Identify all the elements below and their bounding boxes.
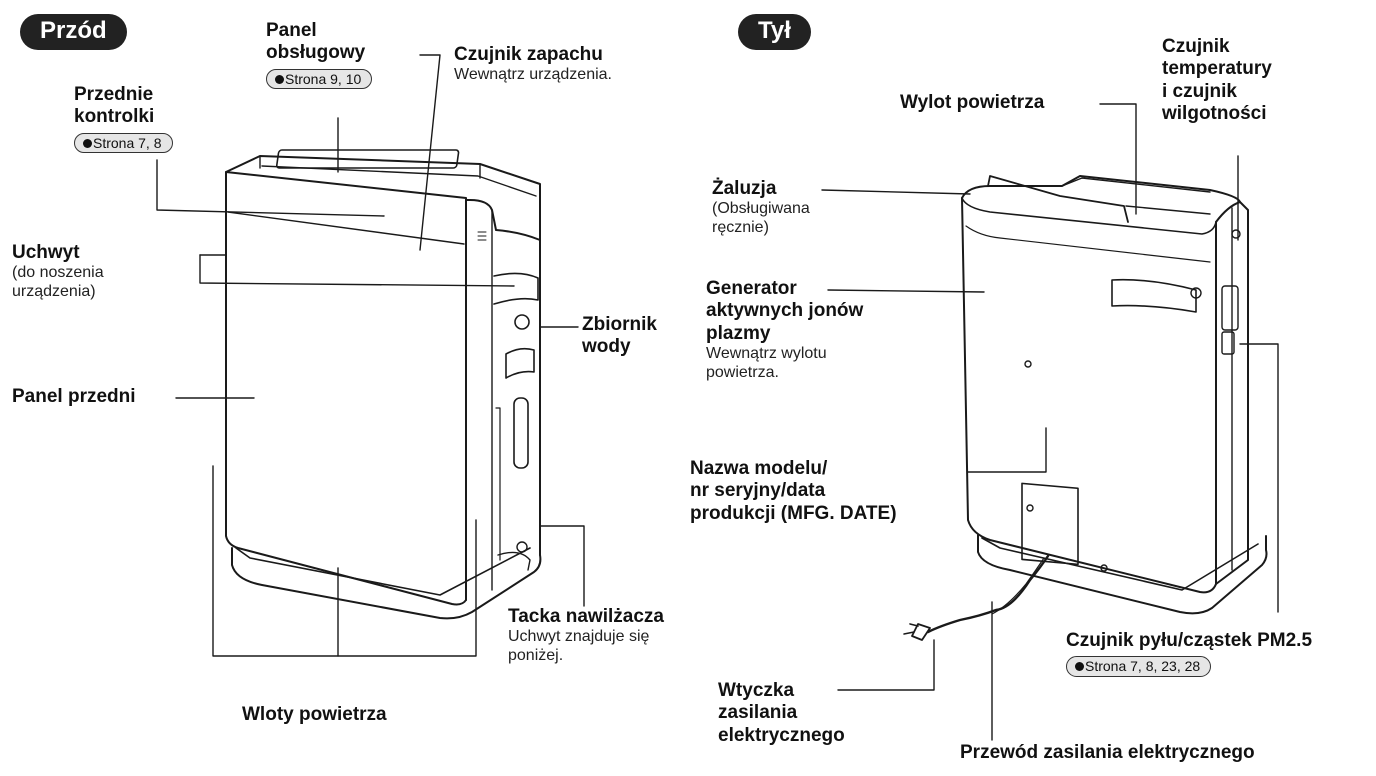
front-purifier-illustration — [225, 149, 542, 620]
page-ref-text: Strona 9, 10 — [285, 70, 362, 87]
label-czujnik-zapachu: Czujnik zapachu Wewnątrz urządzenia. — [454, 44, 612, 85]
label-text: Generator — [706, 278, 797, 299]
label-note: Wewnątrz urządzenia. — [454, 66, 612, 84]
label-title: Uchwyt — [12, 242, 80, 263]
label-note: powietrza. — [706, 364, 779, 382]
label-text: nr seryjny/data — [690, 480, 826, 502]
front-face — [225, 171, 467, 606]
power-plug — [911, 623, 931, 641]
label-text: Przednie — [74, 84, 154, 105]
label-text: aktywnych jonów — [706, 300, 864, 322]
label-text: wody — [582, 336, 631, 358]
label-note: (Obsługiwana — [712, 200, 810, 218]
label-title: Wloty powietrza — [242, 704, 387, 725]
label-note: poniżej. — [508, 647, 564, 665]
label-zbiornik-wody: Zbiornik wody — [582, 314, 657, 359]
label-title: Czujnik zapachu — [454, 44, 603, 65]
label-title: Tacka nawilżacza — [508, 606, 664, 627]
label-text: zasilania — [718, 702, 798, 724]
label-nazwa-modelu: Nazwa modelu/ nr seryjny/data produkcji … — [690, 458, 897, 525]
back-leader-lines — [821, 103, 1279, 741]
page-ref-text: Strona 7, 8 — [93, 134, 162, 151]
label-text: obsługowy — [266, 42, 366, 64]
label-note: (do noszenia — [12, 264, 104, 282]
back-top — [961, 175, 1241, 203]
back-louver — [987, 175, 1129, 223]
label-note: urządzenia) — [12, 283, 96, 301]
label-note: Wewnątrz wylotu — [706, 345, 827, 363]
label-text: elektrycznego — [718, 724, 845, 746]
label-czujnik-pylu: Czujnik pyłu/cząstek PM2.5 Strona 7, 8, … — [1066, 630, 1312, 677]
label-panel-przedni: Panel przedni — [12, 386, 136, 408]
label-title: Przewód zasilania elektrycznego — [960, 742, 1255, 763]
label-note: ręcznie) — [712, 219, 769, 237]
label-text: i czujnik — [1162, 80, 1237, 102]
front-side-panel — [465, 199, 541, 556]
label-zaluzja: Żaluzja (Obsługiwana ręcznie) — [712, 178, 810, 238]
page-ref-badge: Strona 7, 8, 23, 28 — [1066, 656, 1212, 677]
page-ref-badge: Strona 7, 8 — [74, 132, 173, 154]
front-heading: Przód — [20, 14, 127, 51]
label-text: wilgotności — [1162, 103, 1267, 125]
label-text: Panel — [266, 20, 317, 41]
label-text: Czujnik — [1162, 36, 1230, 57]
back-purifier-illustration — [903, 175, 1268, 641]
back-heading: Tył — [738, 14, 811, 51]
front-leader-lines — [156, 54, 585, 657]
label-title: Wylot powietrza — [900, 92, 1045, 113]
page-ref-text: Strona 7, 8, 23, 28 — [1085, 658, 1201, 675]
back-body — [961, 197, 1217, 594]
label-przednie-kontrolki: Przednie kontrolki Strona 7, 8 — [74, 84, 173, 154]
label-przewod-zasilania: Przewód zasilania elektrycznego — [960, 742, 1255, 764]
label-wloty-powietrza: Wloty powietrza — [242, 704, 387, 726]
label-text: kontrolki — [74, 106, 155, 128]
page-ref-icon — [83, 138, 92, 148]
label-title: Żaluzja — [712, 178, 777, 199]
page-ref-icon — [1075, 662, 1084, 672]
label-text: plazmy — [706, 322, 771, 344]
label-text: Wtyczka — [718, 680, 795, 701]
page-ref-badge: Strona 9, 10 — [266, 68, 373, 90]
label-title: Panel przedni — [12, 386, 136, 407]
label-text: Zbiornik — [582, 314, 657, 335]
front-base-tray — [231, 539, 542, 620]
page-ref-icon — [275, 74, 284, 84]
label-uchwyt: Uchwyt (do noszenia urządzenia) — [12, 242, 104, 302]
power-cord — [926, 554, 1050, 634]
label-generator-jonow: Generator aktywnych jonów plazmy Wewnątr… — [706, 278, 863, 383]
label-title: Czujnik pyłu/cząstek PM2.5 — [1066, 630, 1313, 651]
back-base-tray — [977, 534, 1268, 615]
label-tacka-nawilzacza: Tacka nawilżacza Uchwyt znajduje się pon… — [508, 606, 664, 666]
label-wylot-powietrza: Wylot powietrza — [900, 92, 1044, 114]
label-czujnik-temperatury: Czujnik temperatury i czujnik wilgotnośc… — [1162, 36, 1272, 126]
label-note: Uchwyt znajduje się — [508, 628, 650, 646]
label-text: temperatury — [1162, 58, 1272, 80]
label-panel-obslugowy: Panel obsługowy Strona 9, 10 — [266, 20, 373, 90]
label-text: Nazwa modelu/ — [690, 458, 828, 479]
label-text: produkcji (MFG. DATE) — [690, 502, 897, 524]
label-wtyczka: Wtyczka zasilania elektrycznego — [718, 680, 845, 747]
